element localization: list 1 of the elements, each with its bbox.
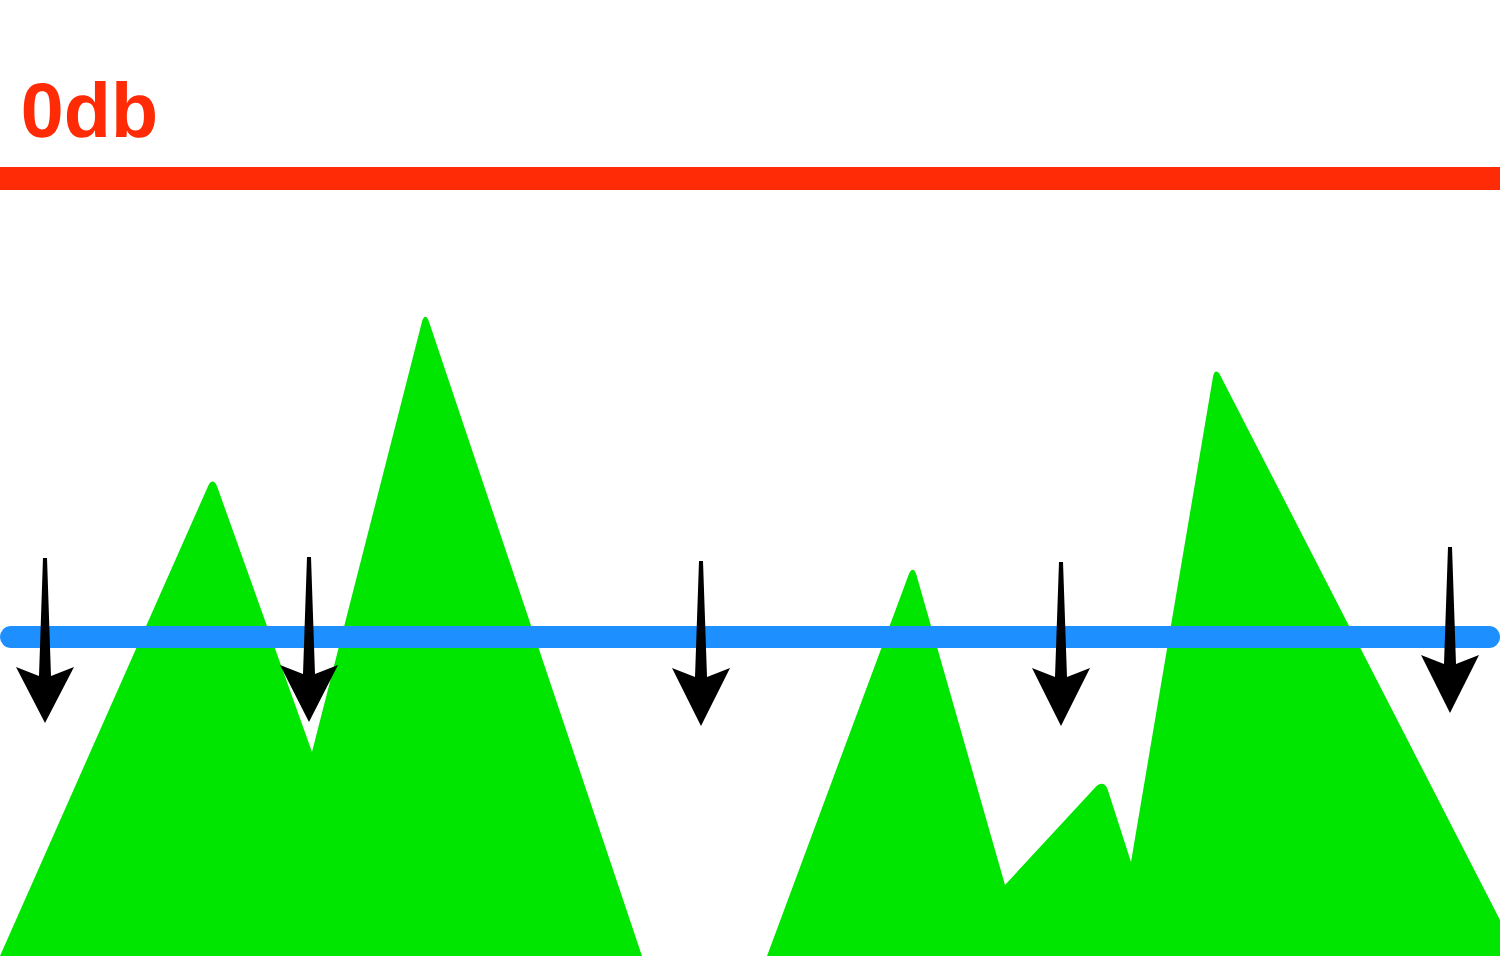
level-label: 0db [23,80,155,138]
